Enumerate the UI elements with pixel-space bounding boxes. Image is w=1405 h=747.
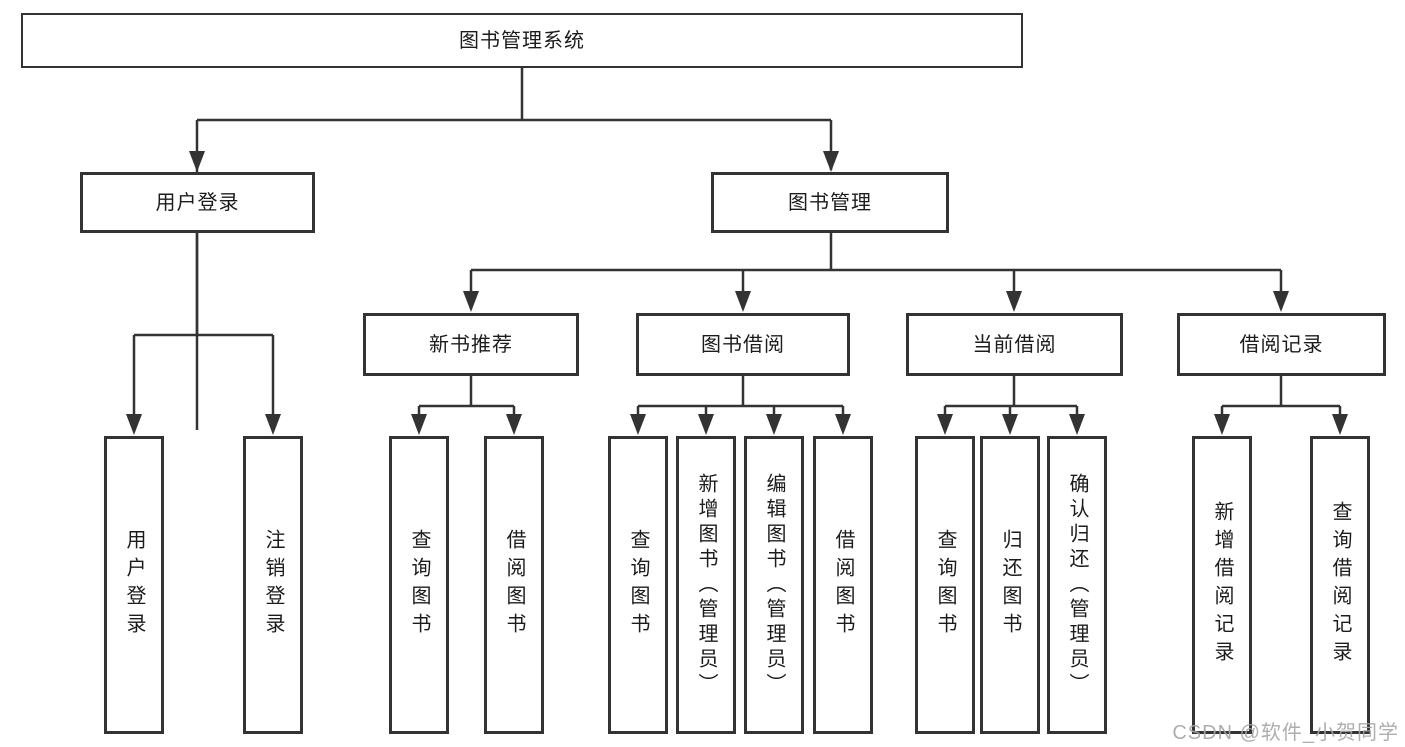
arrow-down-icon (463, 291, 479, 312)
leaf-query-books: 查询图书 (915, 436, 975, 734)
arrowheads (126, 151, 1348, 435)
arrow-down-icon (1002, 414, 1018, 435)
arrow-down-icon (698, 414, 714, 435)
arrow-down-icon (189, 151, 205, 172)
node-book-borrowing: 图书借阅 (636, 313, 850, 376)
leaf-user-login: 用户登录 (104, 436, 164, 734)
connector-root (195, 68, 833, 430)
leaf-borrow-books: 借阅图书 (813, 436, 873, 734)
arrow-down-icon (823, 151, 839, 172)
arrow-down-icon (630, 414, 646, 435)
arrow-down-icon (1006, 291, 1022, 312)
csdn-watermark: CSDN @软件_小贺同学 (1172, 722, 1399, 744)
leaf-logout: 注销登录 (243, 436, 303, 734)
connector-book-mgmt (469, 233, 1283, 308)
arrow-down-icon (265, 414, 281, 435)
arrow-down-icon (506, 414, 522, 435)
leaf-return-books: 归还图书 (980, 436, 1040, 734)
arrow-down-icon (1332, 414, 1348, 435)
connector-new-book (417, 376, 516, 430)
arrow-down-icon (1214, 414, 1230, 435)
arrow-down-icon (411, 414, 427, 435)
leaf-edit-books-admin: 编辑图书（管理员） (744, 436, 804, 734)
arrow-down-icon (1069, 414, 1085, 435)
arrow-down-icon (937, 414, 953, 435)
connector-borrow-record (1220, 376, 1342, 430)
node-current-borrowing: 当前借阅 (906, 313, 1123, 376)
arrow-down-icon (126, 414, 142, 435)
node-user-login: 用户登录 (80, 172, 315, 233)
leaf-confirm-return-admin: 确认归还（管理员） (1047, 436, 1107, 734)
arrow-down-icon (835, 414, 851, 435)
connector-book-borrow (636, 376, 845, 430)
leaf-query-books: 查询图书 (608, 436, 668, 734)
node-new-book-recommendation: 新书推荐 (363, 313, 579, 376)
leaf-query-books: 查询图书 (389, 436, 449, 734)
leaf-borrow-books: 借阅图书 (484, 436, 544, 734)
arrow-down-icon (1273, 291, 1289, 312)
node-book-management: 图书管理 (711, 172, 949, 233)
node-borrowing-records: 借阅记录 (1177, 313, 1386, 376)
leaf-add-borrow-record: 新增借阅记录 (1192, 436, 1252, 734)
leaf-add-books-admin: 新增图书（管理员） (676, 436, 736, 734)
node-library-management-system: 图书管理系统 (21, 13, 1023, 68)
leaf-query-borrow-record: 查询借阅记录 (1310, 436, 1370, 734)
arrow-down-icon (766, 414, 782, 435)
arrow-down-icon (735, 291, 751, 312)
connector-paths (132, 68, 1342, 430)
connector-user-login (132, 233, 275, 430)
